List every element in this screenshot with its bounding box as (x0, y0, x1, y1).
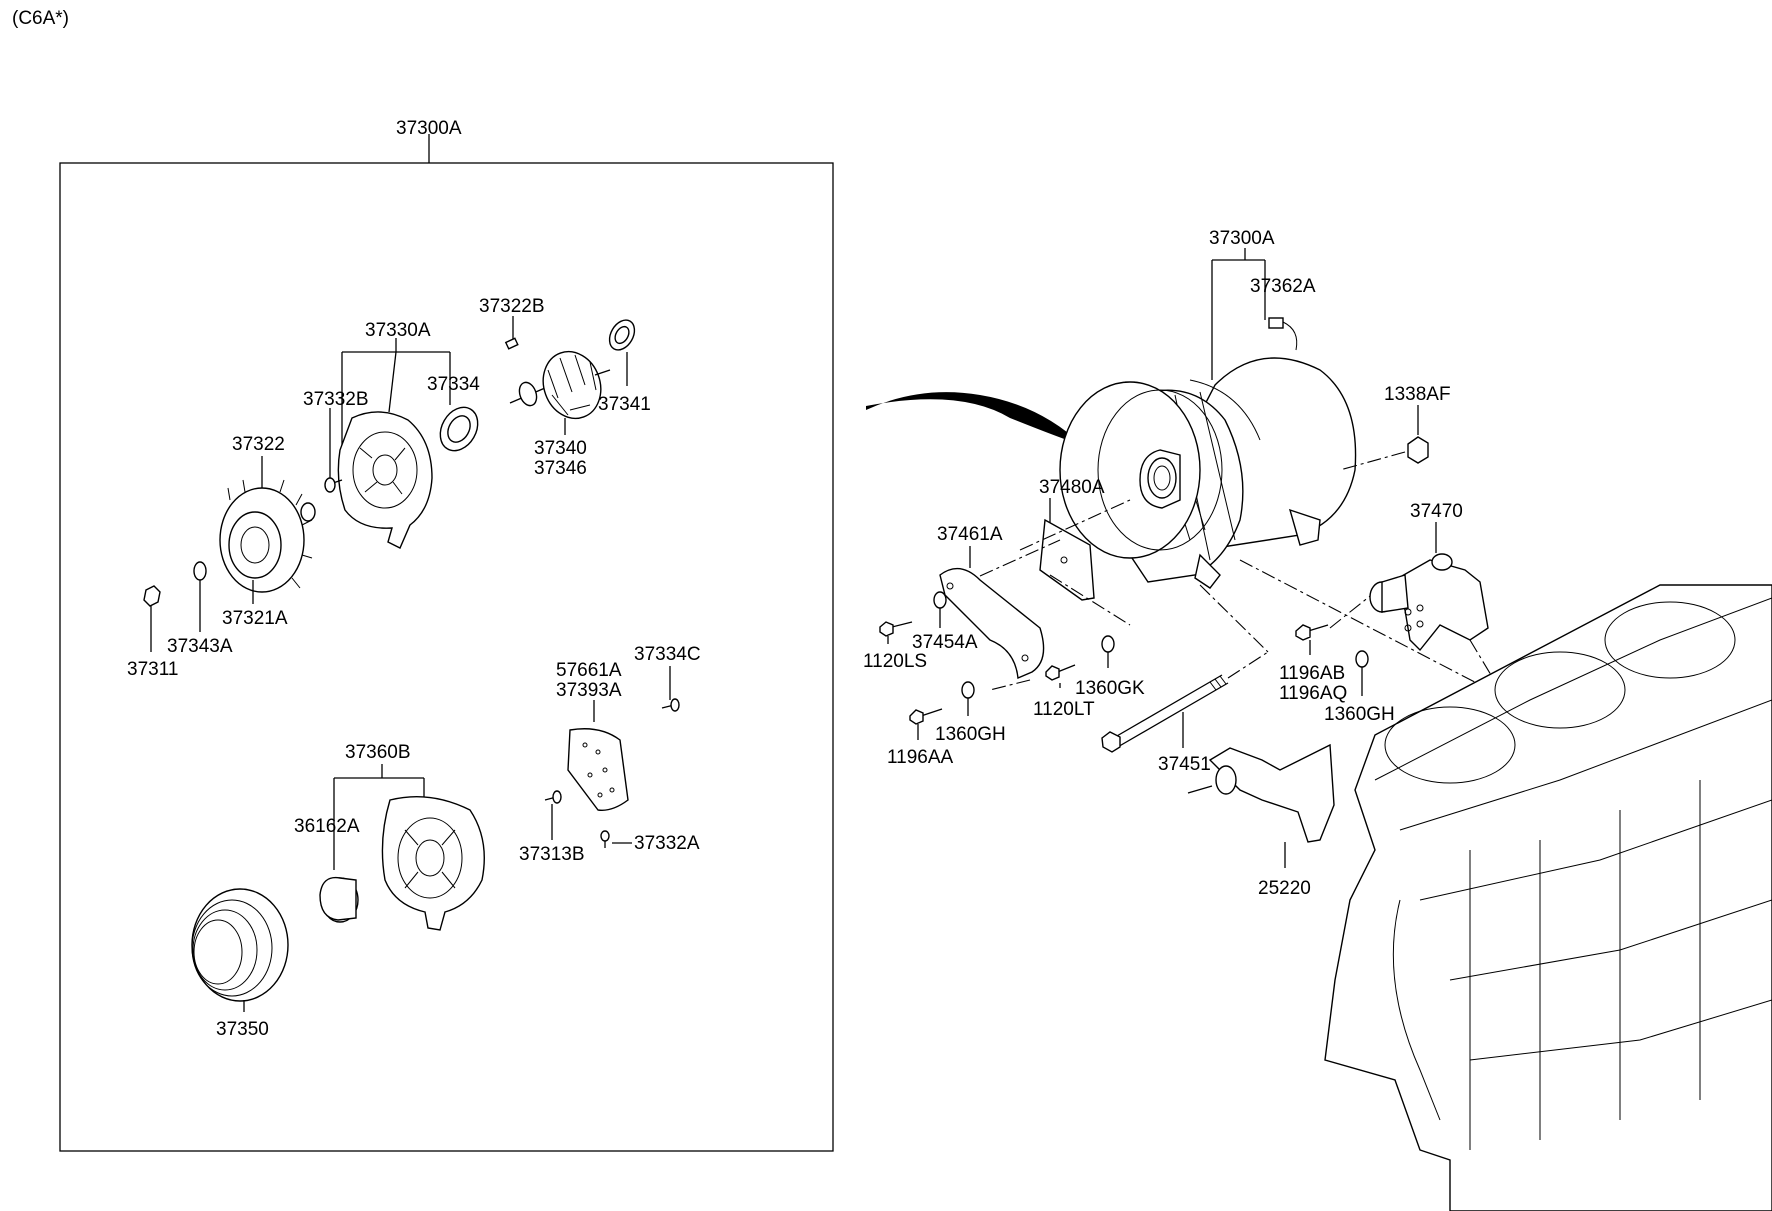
callout-37321A[interactable]: 37321A (222, 608, 288, 629)
part-37362A-connector[interactable] (1268, 317, 1284, 329)
callout-r37454A[interactable]: 37454A (912, 632, 978, 653)
part-37322-fan[interactable] (219, 476, 316, 593)
callout-r1120LT[interactable]: 1120LT (1033, 699, 1095, 720)
callout-37334C[interactable]: 37334C (634, 644, 701, 665)
callout-37313B[interactable]: 37313B (519, 844, 585, 865)
part-1360GH-washer-right[interactable] (1355, 650, 1369, 668)
part-37451-long-bolt[interactable] (1101, 674, 1229, 753)
variant-code: (C6A*) (12, 8, 70, 29)
callout-37343A[interactable]: 37343A (167, 636, 233, 657)
callout-r1338AF[interactable]: 1338AF (1384, 384, 1451, 405)
part-37454A-washer[interactable] (933, 591, 947, 609)
callout-37322B[interactable]: 37322B (479, 296, 545, 317)
callout-r1196AA[interactable]: 1196AA (887, 747, 954, 768)
callout-37311[interactable]: 37311 (127, 659, 178, 680)
callout-r37362A[interactable]: 37362A (1250, 276, 1316, 297)
part-1360GK-washer[interactable] (1101, 635, 1115, 653)
callout-r37480A[interactable]: 37480A (1039, 477, 1105, 498)
part-1120LT-bolt[interactable] (1045, 664, 1076, 681)
exploded-view-frame: 37300A (59, 118, 834, 1152)
part-36162A-bushing[interactable] (319, 876, 359, 923)
part-37322B-clip[interactable] (504, 337, 519, 350)
callout-37350[interactable]: 37350 (216, 1019, 269, 1040)
callout-37340[interactable]: 37340 (534, 438, 587, 459)
callout-36162A[interactable]: 36162A (294, 816, 360, 837)
engine-block (1324, 584, 1772, 1211)
part-37360B-rear-housing[interactable] (381, 796, 485, 931)
callout-37332A[interactable]: 37332A (634, 833, 700, 854)
callout-r37300A[interactable]: 37300A (1209, 228, 1275, 249)
part-37330A-front-housing[interactable] (337, 411, 433, 549)
callout-37346[interactable]: 37346 (534, 458, 587, 479)
callout-37332B[interactable]: 37332B (303, 389, 369, 410)
callout-37360B[interactable]: 37360B (345, 742, 411, 763)
part-37332A-screw[interactable] (600, 830, 610, 848)
callout-37330A[interactable]: 37330A (365, 320, 431, 341)
callout-r1120LS[interactable]: 1120LS (863, 651, 927, 672)
part-37461A-bracket[interactable] (939, 567, 1045, 680)
callout-r37470[interactable]: 37470 (1410, 501, 1463, 522)
part-1196AA-bolt[interactable] (909, 708, 943, 725)
leader-37360B (333, 764, 425, 870)
part-1360GH-washer-left[interactable] (961, 681, 975, 699)
callout-r1360GH-a[interactable]: 1360GH (935, 724, 1006, 745)
part-37350-pulley[interactable] (191, 888, 289, 1002)
callout-r37451[interactable]: 37451 (1158, 754, 1211, 775)
part-37340-rotor[interactable] (509, 343, 611, 426)
callout-r1196AQ[interactable]: 1196AQ (1279, 683, 1347, 704)
callout-r1360GH-b[interactable]: 1360GH (1324, 704, 1395, 725)
part-37343A-washer[interactable] (193, 561, 207, 581)
callout-r1196AB[interactable]: 1196AB (1279, 663, 1345, 684)
part-37313B-screw[interactable] (544, 790, 562, 804)
part-37311-nut[interactable] (143, 585, 161, 607)
part-57661A-regulator[interactable] (567, 728, 629, 811)
transfer-arrow (866, 392, 1082, 445)
callout-37322[interactable]: 37322 (232, 434, 285, 455)
callout-57661A[interactable]: 57661A (556, 660, 622, 681)
part-37341-bearing[interactable] (604, 316, 639, 355)
part-37334-bearing[interactable] (433, 401, 485, 458)
part-1196AB-bolt[interactable] (1295, 624, 1329, 641)
exploded-group-label: 37300A (396, 118, 462, 139)
part-1120LS-bolt[interactable] (879, 621, 913, 637)
part-37300A-alternator[interactable] (1059, 357, 1357, 589)
callout-r1360GK[interactable]: 1360GK (1075, 678, 1145, 699)
part-37334C-screw[interactable] (661, 698, 680, 712)
callout-37393A[interactable]: 37393A (556, 680, 622, 701)
part-37332B-screw[interactable] (324, 477, 343, 493)
callout-r25220[interactable]: 25220 (1258, 878, 1311, 899)
callout-r37461A[interactable]: 37461A (937, 524, 1003, 545)
part-37470-bracket[interactable] (1369, 553, 1489, 652)
callout-37334[interactable]: 37334 (427, 374, 480, 395)
part-1338AF-nut[interactable] (1407, 436, 1429, 464)
part-25220-mount[interactable] (1187, 743, 1335, 843)
callout-37341[interactable]: 37341 (598, 394, 651, 415)
